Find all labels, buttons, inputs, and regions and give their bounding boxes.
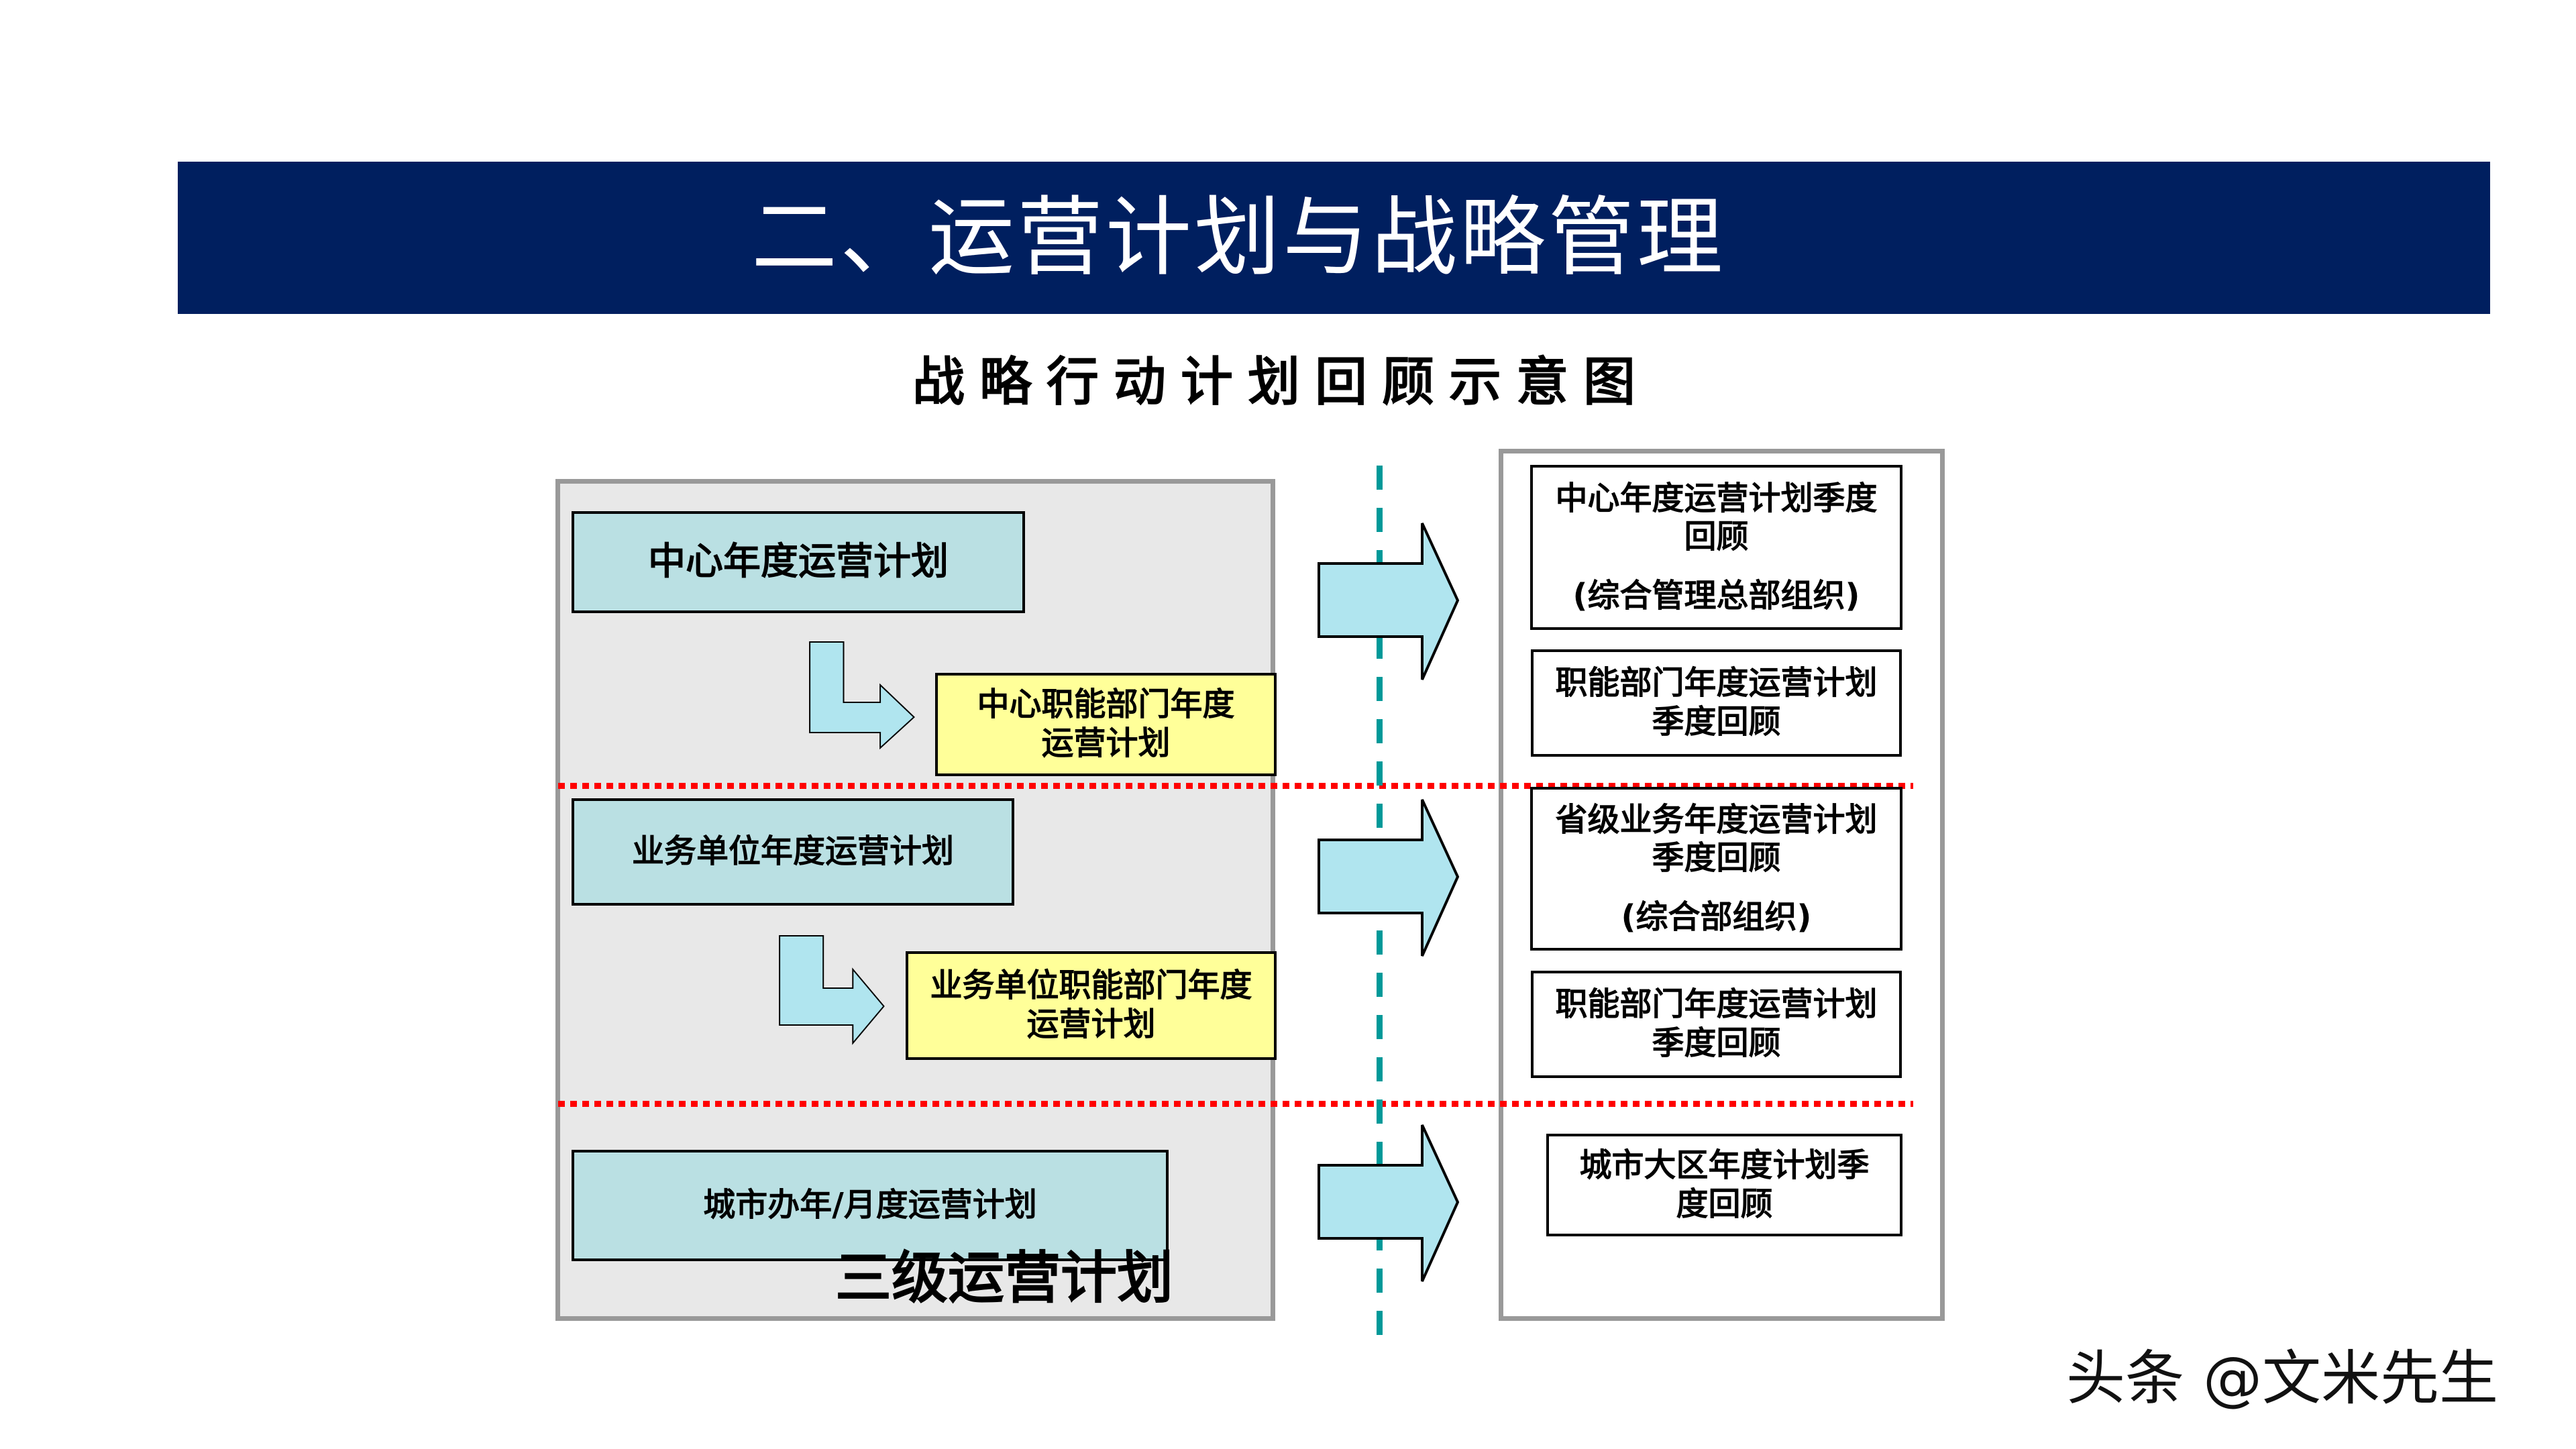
review-organizer-note: (综合部组织) [1621,898,1812,936]
business-unit-dept-plan-line-1: 业务单位职能部门年度 [930,967,1252,1005]
watermark: 头条 @文米先生 [2066,1344,2498,1413]
review-box: 职能部门年度运营计划 季度回顾 [1531,971,1902,1078]
business-unit-dept-plan-box: 业务单位职能部门年度 运营计划 [906,951,1277,1060]
review-line: 职能部门年度运营计划 [1555,664,1878,702]
business-unit-plan-label: 业务单位年度运营计划 [631,833,954,871]
review-line: 季度回顾 [1652,703,1781,741]
center-annual-plan-label: 中心年度运营计划 [648,540,949,584]
level-divider [558,783,1913,789]
review-box: 城市大区年度计划季 度回顾 [1546,1134,1902,1236]
review-organizer-note: (综合管理总部组织) [1572,576,1860,614]
review-line: 季度回顾 [1652,839,1781,877]
business-unit-plan-box: 业务单位年度运营计划 [572,798,1014,906]
right-arrow-icon [1318,1124,1460,1282]
review-box: 省级业务年度运营计划 季度回顾 (综合部组织) [1530,787,1902,951]
center-annual-plan-box: 中心年度运营计划 [572,511,1025,613]
review-line: 省级业务年度运营计划 [1555,800,1878,839]
review-line: 回顾 [1684,518,1749,556]
review-line: 职能部门年度运营计划 [1555,985,1878,1024]
bent-arrow-icon [778,934,892,1045]
review-line: 度回顾 [1676,1185,1773,1223]
right-arrow-icon [1318,799,1460,957]
review-box: 中心年度运营计划季度 回顾 (综合管理总部组织) [1530,465,1902,630]
three-level-plan-label: 三级运营计划 [835,1245,1174,1311]
review-line: 季度回顾 [1652,1024,1781,1062]
diagram-subtitle: 战略行动计划回顾示意图 [912,352,1650,413]
city-office-plan-box: 城市办年/月度运营计划 [572,1150,1169,1261]
business-unit-dept-plan-line-2: 运营计划 [1026,1006,1156,1043]
bent-arrow-icon [808,641,922,748]
review-line: 中心年度运营计划季度 [1555,479,1878,517]
review-box: 职能部门年度运营计划 季度回顾 [1531,649,1902,757]
city-office-plan-label: 城市办年/月度运营计划 [703,1186,1037,1224]
center-dept-plan-line-1: 中心职能部门年度 [977,686,1235,724]
center-dept-plan-line-2: 运营计划 [1041,724,1171,762]
level-divider [558,1101,1913,1107]
center-dept-plan-box: 中心职能部门年度 运营计划 [935,673,1277,776]
header-band [178,162,2490,314]
page-title: 二、运营计划与战略管理 [751,188,1726,288]
right-arrow-icon [1318,523,1460,680]
review-line: 城市大区年度计划季 [1579,1146,1870,1184]
